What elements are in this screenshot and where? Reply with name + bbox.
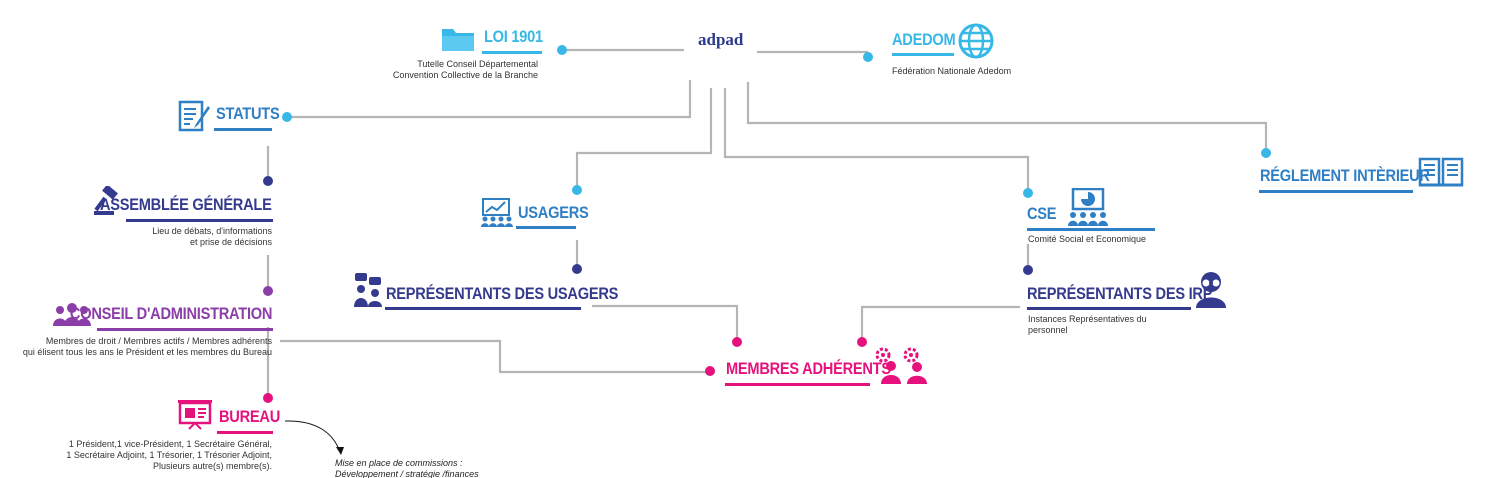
open-book-icon (1418, 156, 1464, 193)
bureau-desc-line: Plusieurs autre(s) membre(s). (152, 461, 272, 471)
assemblee-underline (126, 219, 273, 222)
connector-reglement (746, 82, 1268, 152)
document-pen-icon (178, 100, 212, 137)
dot-cse (1023, 188, 1033, 198)
loi-title: LOI 1901 (484, 27, 543, 46)
dot-ca (263, 286, 273, 296)
dot-membres-b (857, 337, 867, 347)
node-cse: CSE (1027, 204, 1061, 224)
dot-irp (1023, 265, 1033, 275)
bureau-desc-line: 1 Secrétaire Adjoint, 1 Trésorier, 1 Tré… (66, 450, 272, 460)
node-rep-irp: REPRÉSENTANTS DES IRP (1027, 284, 1242, 304)
connector-usagers (575, 88, 713, 189)
loi-desc-line: Tutelle Conseil Départemental (417, 59, 538, 69)
dot-membres-left (705, 366, 715, 376)
cse-underline (1027, 228, 1155, 231)
arrow-head (336, 447, 344, 455)
statuts-underline (214, 128, 272, 131)
usagers-title: USAGERS (518, 203, 589, 222)
globe-icon (957, 22, 995, 65)
bureau-title: BUREAU (219, 407, 281, 426)
dot-rep-usagers (572, 264, 582, 274)
adedom-desc-line: Fédération Nationale Adedom (892, 66, 1012, 76)
connector-rep-usagers-membres (592, 304, 739, 340)
dot-reglement (1261, 148, 1271, 158)
assemblee-desc-line: et prise de décisions (189, 237, 272, 247)
node-conseil: CONSEIL D'ADMINISTRATION (37, 304, 273, 324)
cse-desc-line: Comité Social et Economique (1028, 234, 1147, 244)
membres-title: MEMBRES ADHÉRENTS (726, 359, 891, 378)
rep-irp-desc: Instances Représentatives du personnel (1028, 314, 1147, 336)
dot-loi (557, 45, 567, 55)
assemblee-title: ASSEMBLÉE GÉNÉRALE (100, 195, 272, 214)
adpad-logo: adpad (698, 30, 744, 49)
meeting-screen-icon (1063, 187, 1115, 231)
assemblee-desc-line: Lieu de débats, d'informations (152, 226, 272, 236)
commissions-line: Développement / stratégie /finances (335, 469, 479, 478)
dot-membres-a (732, 337, 742, 347)
node-adedom: ADEDOM (892, 30, 966, 50)
adedom-desc: Fédération Nationale Adedom (892, 66, 1011, 77)
audience-chart-icon (478, 198, 514, 233)
reglement-title: RÉGLEMENT INTÈRIEUR (1260, 166, 1430, 185)
conseil-desc-line: qui élisent tous les ans le Président et… (22, 347, 272, 357)
rep-irp-title: REPRÉSENTANTS DES IRP (1027, 284, 1213, 303)
conseil-desc: Membres de droit / Membres actifs / Memb… (23, 336, 272, 358)
dot-statuts (282, 112, 292, 122)
reglement-underline (1259, 190, 1413, 193)
conseil-underline (97, 328, 273, 331)
rep-usagers-title: REPRÉSENTANTS DES USAGERS (386, 284, 619, 303)
membres-underline (725, 383, 870, 386)
cse-desc: Comité Social et Economique (1028, 234, 1146, 245)
connector-cse (723, 88, 1030, 192)
usagers-underline (516, 226, 576, 229)
statuts-title: STATUTS (216, 104, 280, 123)
cse-title: CSE (1027, 204, 1057, 223)
conseil-desc-line: Membres de droit / Membres actifs / Memb… (45, 336, 272, 346)
dot-bureau (263, 393, 273, 403)
node-assemblee: ASSEMBLÉE GÉNÉRALE (72, 195, 272, 215)
bureau-commission-arrow (284, 420, 341, 453)
bureau-desc: 1 Président,1 vice-Président, 1 Secrétai… (66, 439, 272, 472)
person-glasses-icon (1194, 270, 1228, 313)
adedom-underline (892, 53, 954, 56)
presentation-board-icon (177, 398, 213, 435)
assemblee-desc: Lieu de débats, d'informations et prise … (152, 226, 272, 248)
dot-ag (263, 176, 273, 186)
loi-desc: Tutelle Conseil Départemental Convention… (393, 59, 538, 81)
bureau-underline (217, 431, 273, 434)
node-bureau: BUREAU (219, 407, 290, 427)
connector-irp-membres (860, 305, 1020, 340)
dot-usagers (572, 185, 582, 195)
conseil-title: CONSEIL D'ADMINISTRATION (69, 304, 273, 323)
node-statuts: STATUTS (216, 104, 290, 124)
bureau-desc-line: 1 Président,1 vice-Président, 1 Secrétai… (68, 439, 272, 449)
group-icon (52, 302, 92, 333)
connector-ca-membres (280, 339, 708, 374)
connector-statuts (290, 80, 692, 119)
rep-usagers-underline (385, 307, 581, 310)
node-usagers: USAGERS (518, 203, 600, 223)
loi-underline (482, 51, 542, 54)
rep-irp-desc-line: Instances Représentatives du (1028, 314, 1147, 324)
commissions-note: Mise en place de commissions : Développe… (335, 458, 479, 478)
node-loi: LOI 1901 (484, 27, 552, 47)
node-rep-usagers: REPRÉSENTANTS DES USAGERS (386, 284, 656, 304)
adedom-title: ADEDOM (892, 30, 956, 49)
loi-desc-line: Convention Collective de la Branche (392, 70, 538, 80)
node-membres: MEMBRES ADHÉRENTS (726, 359, 918, 379)
folder-icon (441, 26, 475, 57)
rep-irp-underline (1027, 307, 1191, 310)
speaking-people-icon (353, 272, 383, 313)
people-gears-icon (875, 347, 931, 390)
gavel-icon (93, 184, 123, 221)
commissions-line: Mise en place de commissions : (335, 458, 463, 468)
dot-adedom (863, 52, 873, 62)
rep-irp-desc-line: personnel (1028, 325, 1068, 335)
node-reglement: RÉGLEMENT INTÈRIEUR (1260, 166, 1457, 186)
